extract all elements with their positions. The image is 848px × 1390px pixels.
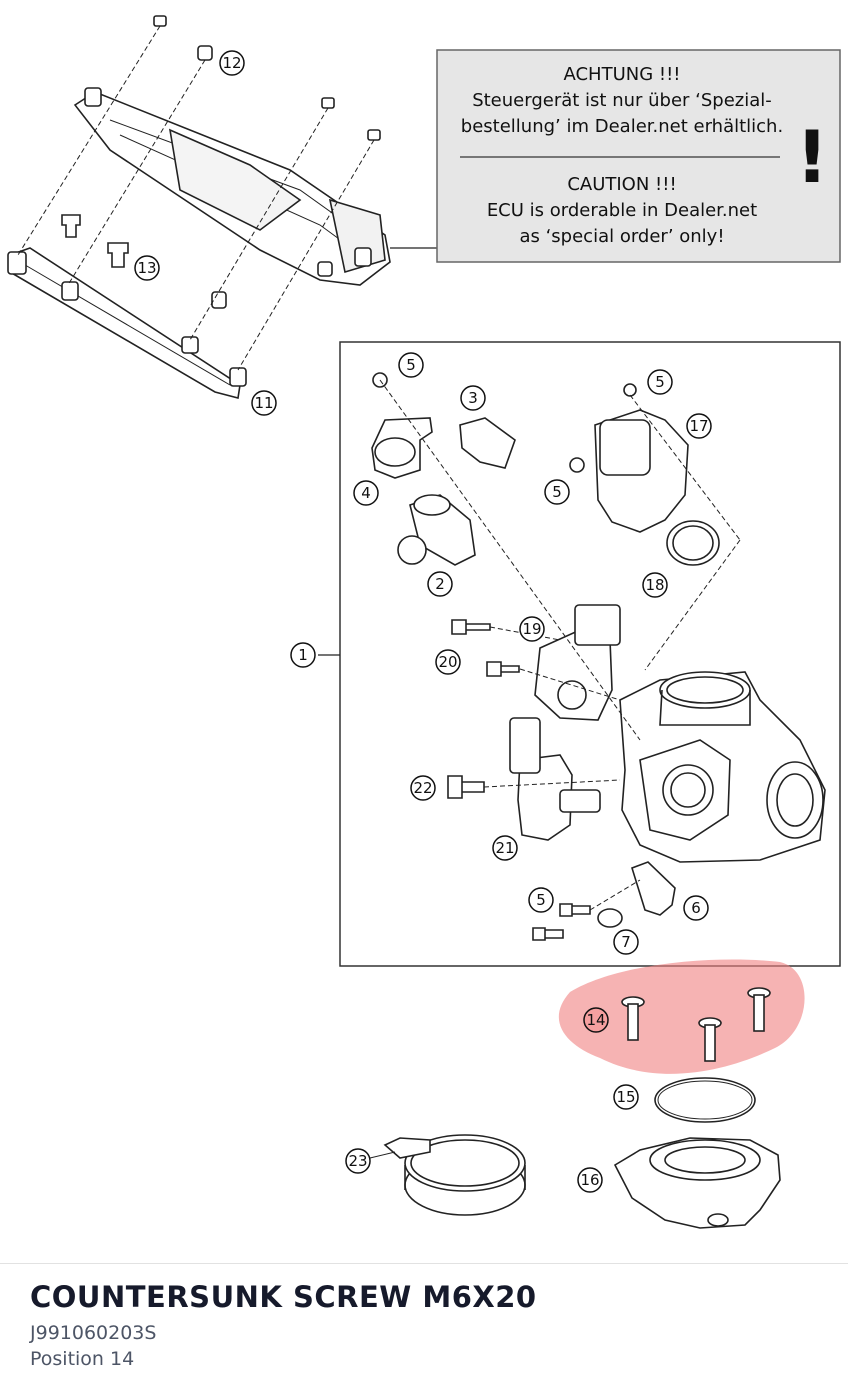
svg-text:11: 11	[254, 394, 273, 412]
callout-22[interactable]: 22	[410, 775, 436, 801]
svg-text:5: 5	[655, 373, 665, 391]
callout-7[interactable]: 7	[613, 929, 639, 955]
warning-de-line2: bestellung’ im Dealer.net erhältlich.	[461, 116, 783, 137]
callout-13[interactable]: 13	[134, 255, 160, 281]
warning-box	[436, 49, 841, 263]
callout-21[interactable]: 21	[492, 835, 518, 861]
warning-en-line1: ECU is orderable in Dealer.net	[487, 200, 757, 221]
svg-text:13: 13	[137, 259, 156, 277]
callout-4[interactable]: 4	[353, 480, 379, 506]
svg-text:1: 1	[298, 646, 308, 664]
position-14-highlight	[558, 959, 805, 1074]
callout-5a[interactable]: 5	[398, 352, 424, 378]
part-number: J991060203S	[30, 1322, 157, 1344]
callout-12[interactable]: 12	[219, 50, 245, 76]
callout-16[interactable]: 16	[577, 1167, 603, 1193]
svg-text:23: 23	[348, 1152, 367, 1170]
callout-3[interactable]: 3	[460, 385, 486, 411]
hose-clamp-23	[369, 1134, 526, 1216]
part-info-footer: COUNTERSUNK SCREW M6X20 J991060203S Posi…	[0, 1263, 848, 1390]
warning-de-heading: ACHTUNG !!!	[563, 64, 680, 85]
warning-en-heading: CAUTION !!!	[567, 174, 676, 195]
callout-14[interactable]: 14	[583, 1007, 609, 1033]
callout-17[interactable]: 17	[686, 413, 712, 439]
ecu-plate-assembly	[7, 15, 437, 399]
svg-text:12: 12	[222, 54, 241, 72]
callout-23[interactable]: 23	[345, 1148, 371, 1174]
callout-5c[interactable]: 5	[544, 479, 570, 505]
svg-text:2: 2	[435, 575, 445, 593]
callout-5b[interactable]: 5	[647, 369, 673, 395]
part-name: COUNTERSUNK SCREW M6X20	[30, 1280, 537, 1314]
part-position: Position 14	[30, 1348, 135, 1370]
svg-text:18: 18	[645, 576, 664, 594]
callout-15[interactable]: 15	[613, 1084, 639, 1110]
exclamation-mark-icon: !	[796, 115, 829, 199]
warning-en-line2: as ‘special order’ only!	[519, 226, 724, 247]
svg-text:16: 16	[580, 1171, 599, 1189]
warning-de-line1: Steuergerät ist nur über ‘Spezial-	[472, 90, 772, 111]
svg-text:6: 6	[691, 899, 701, 917]
svg-text:14: 14	[586, 1011, 605, 1029]
callout-2[interactable]: 2	[427, 571, 453, 597]
svg-text:22: 22	[413, 779, 432, 797]
callout-5d[interactable]: 5	[528, 887, 554, 913]
svg-text:3: 3	[468, 389, 478, 407]
svg-text:7: 7	[621, 933, 631, 951]
callout-6[interactable]: 6	[683, 895, 709, 921]
svg-text:5: 5	[406, 356, 416, 374]
countersunk-screws-14	[621, 987, 771, 1062]
svg-text:15: 15	[616, 1088, 635, 1106]
callout-18[interactable]: 18	[642, 572, 668, 598]
svg-text:5: 5	[536, 891, 546, 909]
svg-text:17: 17	[689, 417, 708, 435]
svg-text:19: 19	[522, 620, 541, 638]
callout-1[interactable]: 1	[290, 642, 316, 668]
o-ring-15	[654, 1077, 756, 1123]
callout-19[interactable]: 19	[519, 616, 545, 642]
svg-text:21: 21	[495, 839, 514, 857]
svg-text:4: 4	[361, 484, 371, 502]
svg-text:5: 5	[552, 483, 562, 501]
intake-adapter-16	[613, 1137, 781, 1229]
exploded-parts-diagram: ACHTUNG !!! Steuergerät ist nur über ‘Sp…	[7, 15, 841, 1229]
callout-11[interactable]: 11	[251, 390, 277, 416]
callout-20[interactable]: 20	[435, 649, 461, 675]
throttle-assembly-frame	[339, 341, 841, 967]
svg-text:20: 20	[438, 653, 457, 671]
throttle-parts	[371, 372, 826, 941]
